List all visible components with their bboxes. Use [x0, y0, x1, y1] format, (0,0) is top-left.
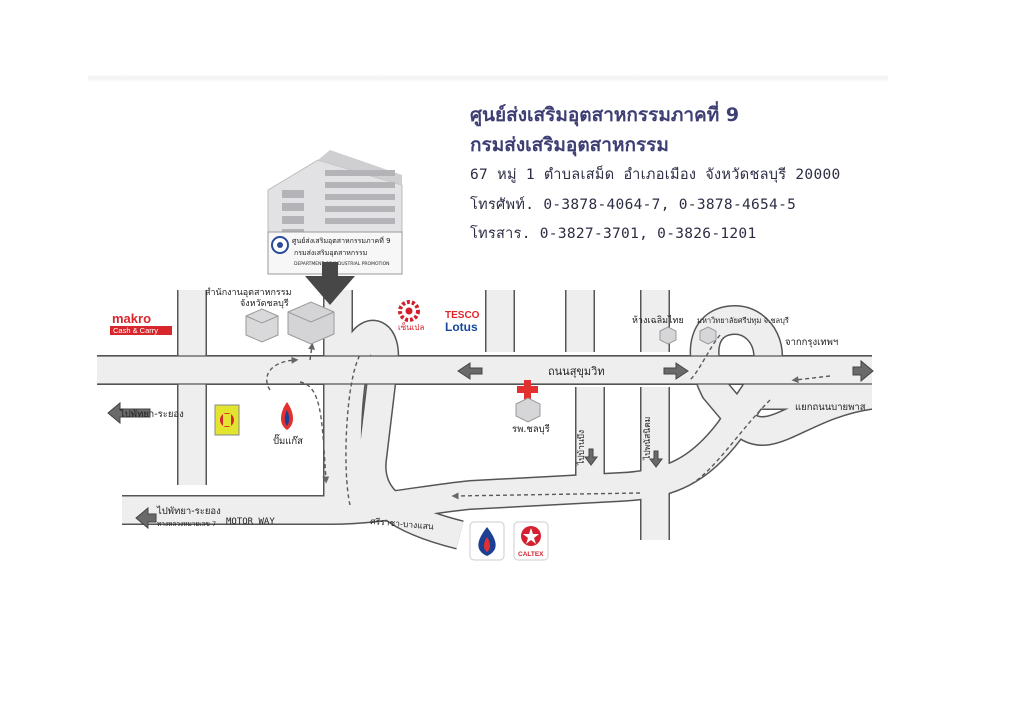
- address-text: 67 หมู่ 1 ตำบลเสม็ด อำเภอเมือง จังหวัดชล…: [470, 167, 841, 183]
- makro-subtitle: Cash & Carry: [113, 326, 158, 335]
- lane-lines: [97, 355, 872, 385]
- gas-station-icon: [280, 402, 294, 430]
- fax-text: โทรสาร. 0-3827-3701, 0-3826-1201: [470, 226, 757, 242]
- makro-band: [110, 326, 172, 335]
- department-store-label: ห้างเฉลิมไทย: [632, 315, 684, 326]
- bypass-junction-label: แยกถนนบายพาส: [795, 402, 866, 413]
- provincial-office-label-2: จังหวัดชลบุรี: [240, 298, 289, 309]
- pointer-arrow-icon: [305, 262, 355, 305]
- arrow-bueng-icon: [584, 448, 598, 466]
- university-label: มหาวิทยาลัยศรีปทุม จ.ชลบุรี: [697, 316, 789, 325]
- motorway-label: MOTOR WAY: [226, 517, 275, 527]
- seri-label: เซ็นเปล: [398, 322, 424, 332]
- seven-eleven-icon: [214, 404, 240, 436]
- office-title: ศูนย์ส่งเสริมอุตสาหกรรมภาคที่ 9: [470, 104, 740, 126]
- hospital-block: [515, 397, 541, 423]
- sign-line1: ศูนย์ส่งเสริมอุตสาหกรรมภาคที่ 9: [292, 236, 391, 245]
- arrow-east-icon: [663, 362, 689, 380]
- makro-logo: makro: [112, 311, 151, 326]
- scan-shadow-band: [88, 74, 888, 82]
- to-ban-bueng-label: ไปบ้านบึง: [576, 430, 587, 466]
- loop-road: [333, 321, 464, 549]
- caltex-logo-icon: [513, 521, 549, 561]
- department-title: กรมส่งเสริมอุตสาหกรรม: [470, 134, 669, 156]
- landmark-blocks: [659, 326, 717, 345]
- highway7-label: ทางหลวงหมายเลข 7: [157, 520, 216, 528]
- from-bangkok-label: จากกรุงเทพฯ: [785, 337, 838, 348]
- sign-line3: DEPARTMENT OF INDUSTRIAL PROMOTION: [294, 261, 390, 267]
- arrow-west-icon: [457, 362, 483, 380]
- road-fills: [97, 290, 873, 549]
- phone-text: โทรศัพท์. 0-3878-4064-7, 0-3878-4654-5: [470, 197, 797, 213]
- arrow-motorway-icon: [135, 506, 157, 530]
- building-icon: [267, 150, 403, 275]
- route-dashes: [266, 334, 831, 506]
- hospital-label: รพ.ชลบุรี: [512, 423, 550, 435]
- sukhumvit-label: ถนนสุขุมวิท: [548, 365, 605, 378]
- ptt-logo-icon: [469, 521, 505, 561]
- caltex-label: CALTEX: [518, 551, 544, 558]
- motorway-road: [122, 306, 873, 524]
- to-pattaya-label-2: ไปพัทยา-ระยอง: [156, 505, 221, 517]
- arrow-bangkok-icon: [852, 359, 874, 383]
- to-pattaya-label: ไปพัทยา-ระยอง: [119, 408, 184, 420]
- seri-logo-icon: [398, 300, 420, 322]
- arrow-phanat-icon: [649, 450, 663, 468]
- to-phanat-label: ไปพนัสนิคม: [642, 417, 653, 461]
- arrow-pattaya-icon: [107, 401, 151, 425]
- tesco-logo: TESCO: [445, 310, 480, 321]
- hospital-cross-icon: [517, 380, 538, 400]
- lotus-logo: Lotus: [445, 320, 478, 334]
- direction-arrows: [107, 359, 874, 530]
- sign-line2: กรมส่งเสริมอุตสาหกรรม: [294, 249, 367, 257]
- gas-station-label: ปั๊มแก๊ส: [273, 433, 303, 447]
- provincial-office-label: สำนักงานอุตสาหกรรม: [205, 287, 292, 298]
- office-blocks: [245, 301, 335, 345]
